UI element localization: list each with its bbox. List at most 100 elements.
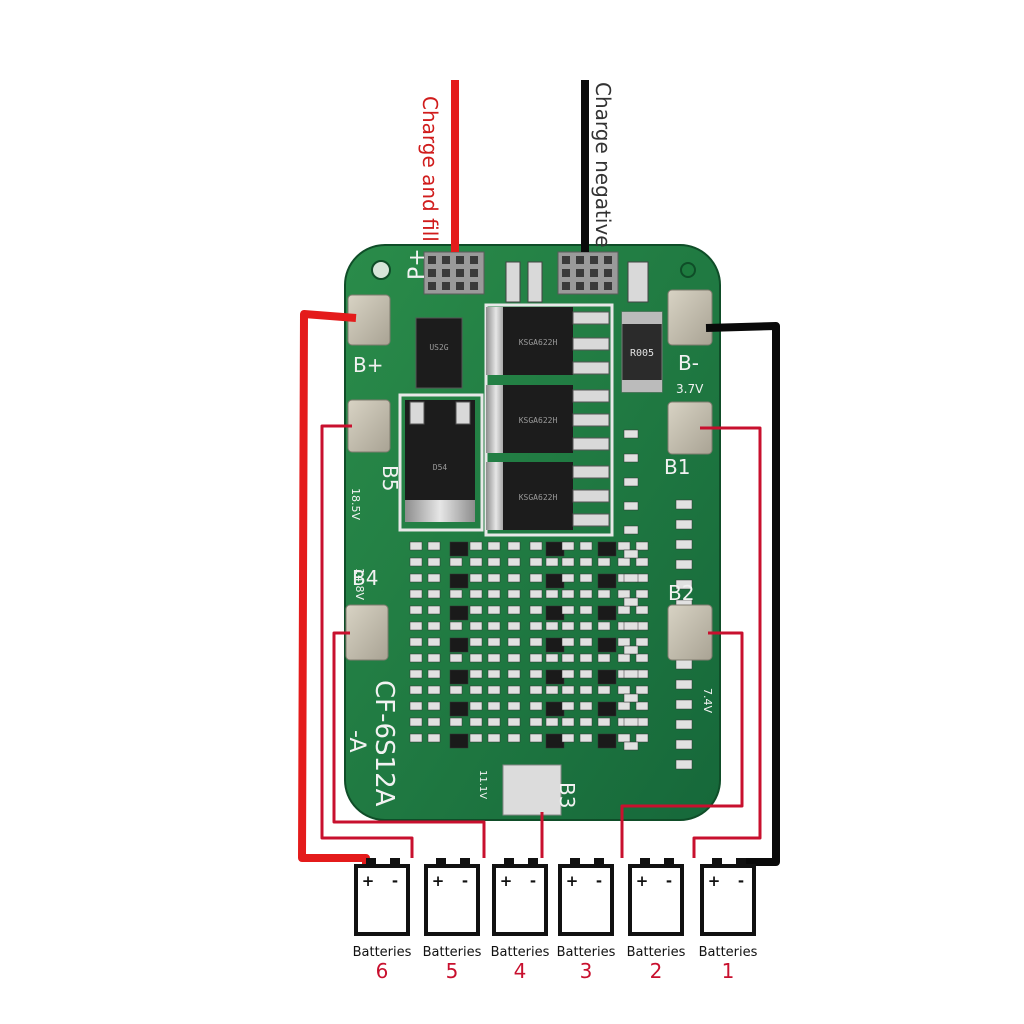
smd-part — [469, 669, 483, 679]
smd-part — [623, 717, 639, 727]
mosfet-2-label: KSGA622H — [519, 416, 558, 425]
battery-minus-terminal — [528, 858, 538, 866]
smd-part — [529, 717, 543, 727]
header-pin — [562, 256, 570, 264]
smd-part — [487, 669, 501, 679]
smd-part — [449, 605, 469, 621]
smd-part — [507, 717, 521, 727]
header-pin — [456, 256, 464, 264]
header-pin — [604, 256, 612, 264]
charge-positive-label: Charge and fill — [418, 96, 442, 242]
smd-part — [487, 589, 501, 599]
smd-part — [469, 733, 483, 743]
battery-label: Batteries — [699, 945, 758, 960]
silk-voltage-b2: 7.4V — [701, 688, 714, 713]
smd-part — [409, 573, 423, 583]
smd-part — [507, 637, 521, 647]
silk-voltage-b3: 11.1V — [477, 770, 488, 799]
smd-part — [409, 589, 423, 599]
smd-part — [617, 541, 631, 551]
header-pin — [428, 256, 436, 264]
smd-part — [469, 557, 483, 567]
smd-part — [427, 701, 441, 711]
smd-part — [675, 539, 693, 550]
smd-part — [623, 573, 639, 583]
header-pin — [576, 282, 584, 290]
smd-part — [507, 701, 521, 711]
smd-part — [469, 717, 483, 727]
smd-part — [675, 759, 693, 770]
mounting-hole — [371, 260, 391, 280]
smd-part — [561, 733, 575, 743]
smd-part — [561, 653, 575, 663]
balance-wire-b5 — [320, 424, 414, 858]
smd-part — [623, 525, 639, 535]
smd-part — [597, 637, 617, 653]
smd-part — [597, 653, 611, 663]
mosfet-2: KSGA622H — [486, 385, 610, 453]
smd-part — [427, 605, 441, 615]
smd-part — [507, 733, 521, 743]
pad-b2 — [667, 604, 713, 661]
smd-part — [487, 685, 501, 695]
battery-plus-terminal — [436, 858, 446, 866]
smd-part — [561, 701, 575, 711]
smd-part — [561, 685, 575, 695]
silk-model-line1: CF-6S12A — [369, 680, 399, 807]
smd-part — [449, 573, 469, 589]
smd-part — [635, 685, 649, 695]
header-pin — [456, 269, 464, 277]
smd-part — [529, 733, 543, 743]
pad-b4 — [345, 604, 389, 661]
smd-part — [487, 605, 501, 615]
bridge-chip-label: US2G — [429, 343, 448, 352]
smd-part — [449, 701, 469, 717]
smd-part — [487, 557, 501, 567]
smd-part — [623, 693, 639, 703]
smd-part — [675, 499, 693, 510]
smd-part — [635, 541, 649, 551]
smd-part — [675, 559, 693, 570]
header-pin — [470, 256, 478, 264]
smd-part — [623, 669, 639, 679]
battery-plus-sign: + — [708, 872, 721, 890]
smd-part — [427, 669, 441, 679]
smd-part — [675, 699, 693, 710]
smd-part — [579, 589, 593, 599]
smd-part — [675, 719, 693, 730]
smd-part — [427, 573, 441, 583]
smd-part — [545, 685, 559, 695]
header-pin — [576, 256, 584, 264]
smd-part — [469, 605, 483, 615]
header-pin — [562, 269, 570, 277]
smd-part — [545, 637, 565, 653]
smd-part — [623, 477, 639, 487]
battery-plus-sign: + — [500, 872, 513, 890]
smd-part — [579, 717, 593, 727]
battery-row: +-Batteries6+-Batteries5+-Batteries4+-Ba… — [353, 858, 758, 983]
smd-part — [529, 621, 543, 631]
smd-part — [449, 733, 469, 749]
smd-part — [579, 685, 593, 695]
smd-part — [469, 701, 483, 711]
smd-part — [409, 701, 423, 711]
battery-body — [424, 864, 480, 936]
smd-part — [635, 557, 649, 567]
header-pin — [590, 256, 598, 264]
smd-part — [507, 669, 521, 679]
battery-number: 6 — [376, 959, 389, 983]
smd-part — [449, 653, 463, 663]
smd-part — [617, 557, 631, 567]
silk-b-minus: B- — [678, 351, 699, 375]
mosfet-3-label: KSGA622H — [519, 493, 558, 502]
smd-part — [579, 637, 593, 647]
smd-part — [469, 685, 483, 695]
smd-part — [507, 621, 521, 631]
smd-part — [529, 669, 543, 679]
smd-part — [529, 653, 543, 663]
smd-part — [427, 589, 441, 599]
battery-minus-terminal — [460, 858, 470, 866]
smd-part — [449, 685, 463, 695]
